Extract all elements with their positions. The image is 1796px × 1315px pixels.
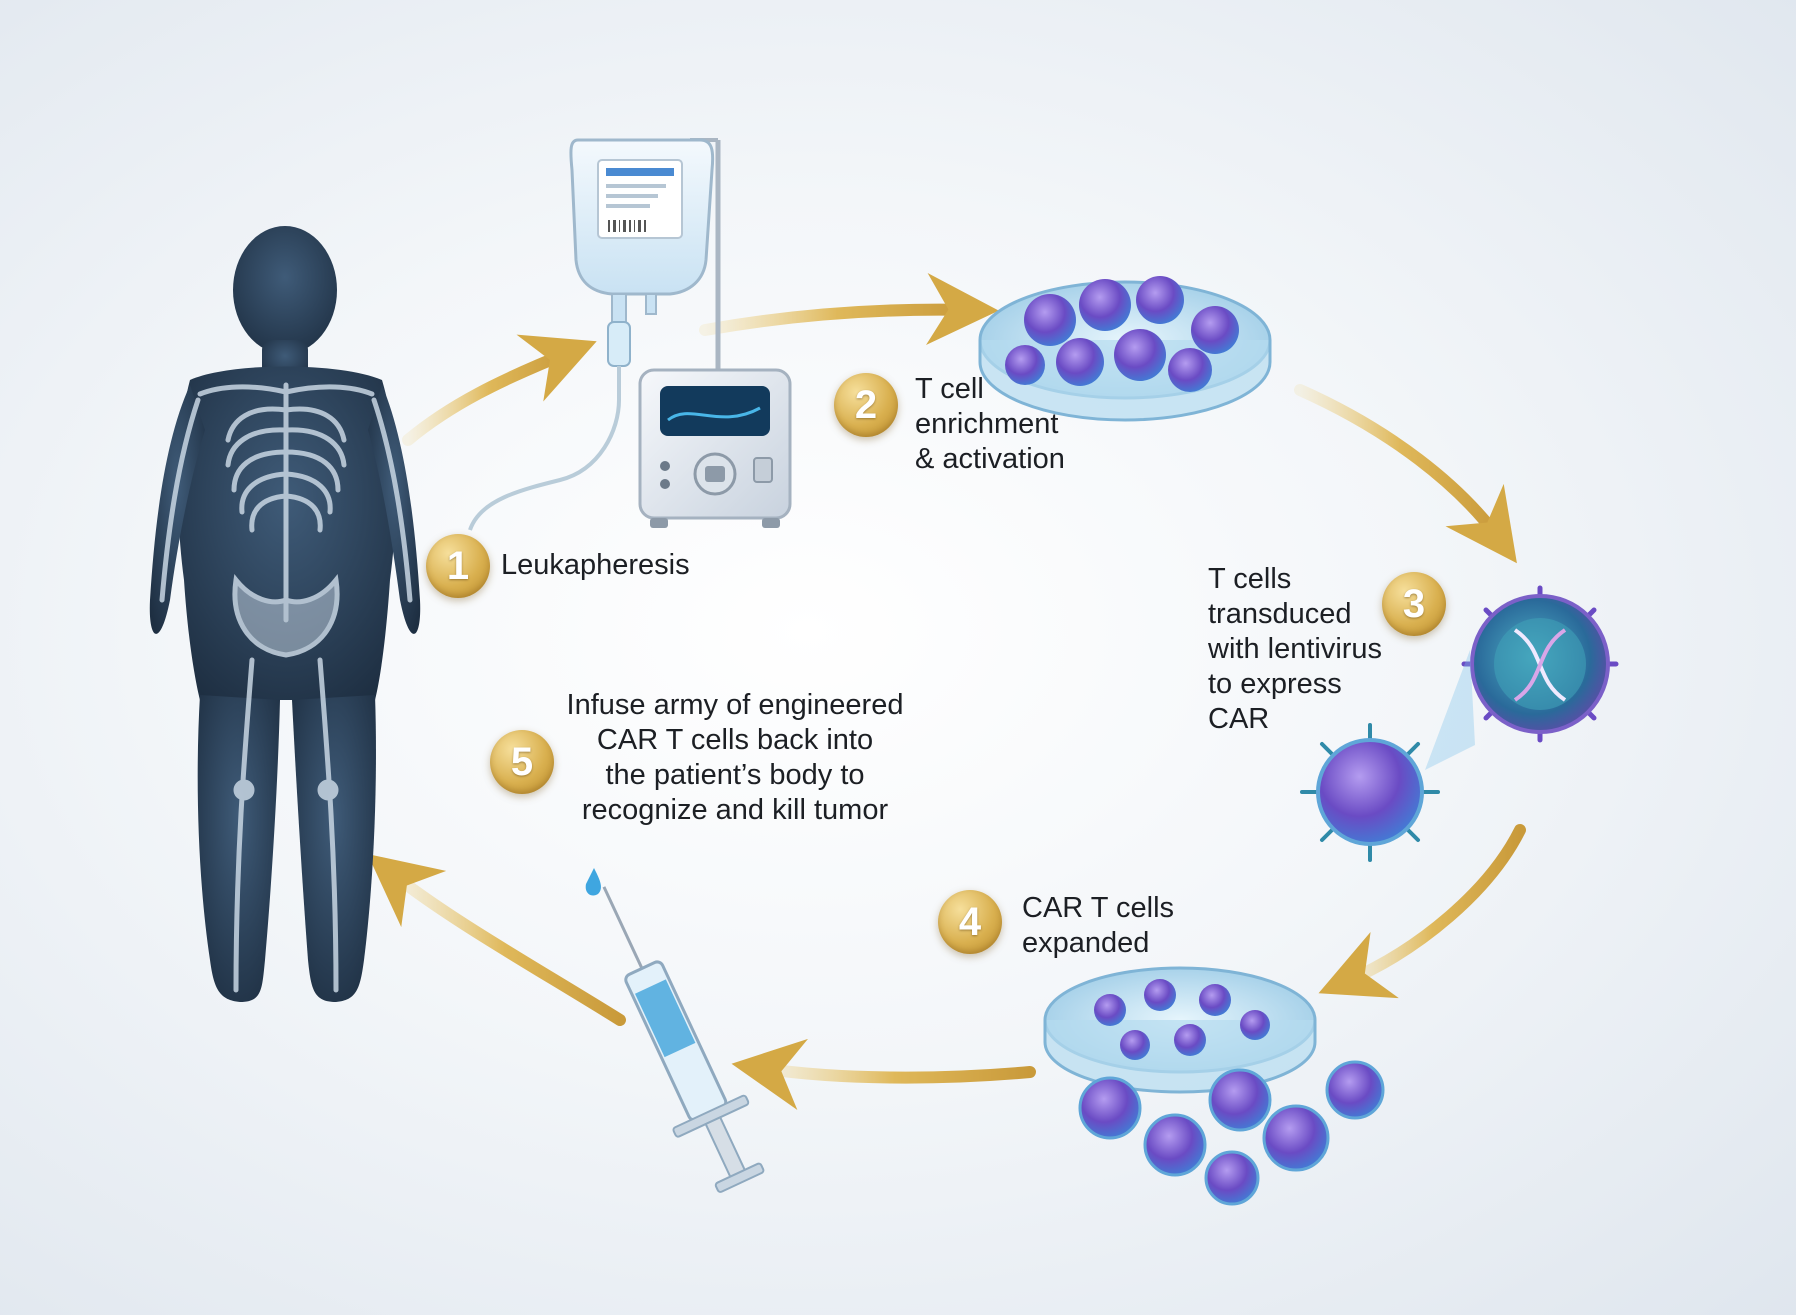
step-4-badge: 4 bbox=[938, 890, 1002, 954]
lentivirus-dna-icon bbox=[1300, 585, 1619, 862]
petri-dish-car-t-cells-icon bbox=[1043, 966, 1385, 1206]
arrow-transduction-to-expansion bbox=[1318, 824, 1526, 999]
arrow-dish-to-transduction bbox=[1294, 384, 1517, 564]
step-1-badge: 1 bbox=[426, 534, 490, 598]
droplet-icon bbox=[585, 868, 601, 896]
petri-dish-t-cells-icon bbox=[978, 276, 1272, 422]
car-t-cells bbox=[1078, 979, 1385, 1206]
step-5-badge: 5 bbox=[490, 730, 554, 794]
arrow-syringe-to-patient bbox=[367, 854, 626, 1026]
step-4-label: CAR T cells expanded bbox=[1022, 892, 1175, 959]
arrow-expansion-to-syringe bbox=[731, 1038, 1036, 1111]
step-3-label: T cells transduced with lentivirus to ex… bbox=[1208, 563, 1383, 735]
step-2-badge: 2 bbox=[834, 373, 898, 437]
step-1-label: Leukapheresis bbox=[501, 549, 690, 581]
step-2-label: T cell enrichment & activation bbox=[915, 373, 1065, 475]
cycle-arrows bbox=[367, 273, 1526, 1111]
step-5-label: Infuse army of engineered CAR T cells ba… bbox=[566, 689, 904, 826]
step-3-badge: 3 bbox=[1382, 572, 1446, 636]
human-body-skeleton-icon bbox=[149, 226, 421, 1002]
arrow-apheresis-to-dish bbox=[699, 273, 999, 346]
arrow-patient-to-apheresis bbox=[402, 334, 597, 446]
t-cells bbox=[1005, 276, 1239, 392]
iv-bag-and-apheresis-machine-icon bbox=[468, 138, 792, 531]
syringe-icon bbox=[602, 886, 765, 1193]
